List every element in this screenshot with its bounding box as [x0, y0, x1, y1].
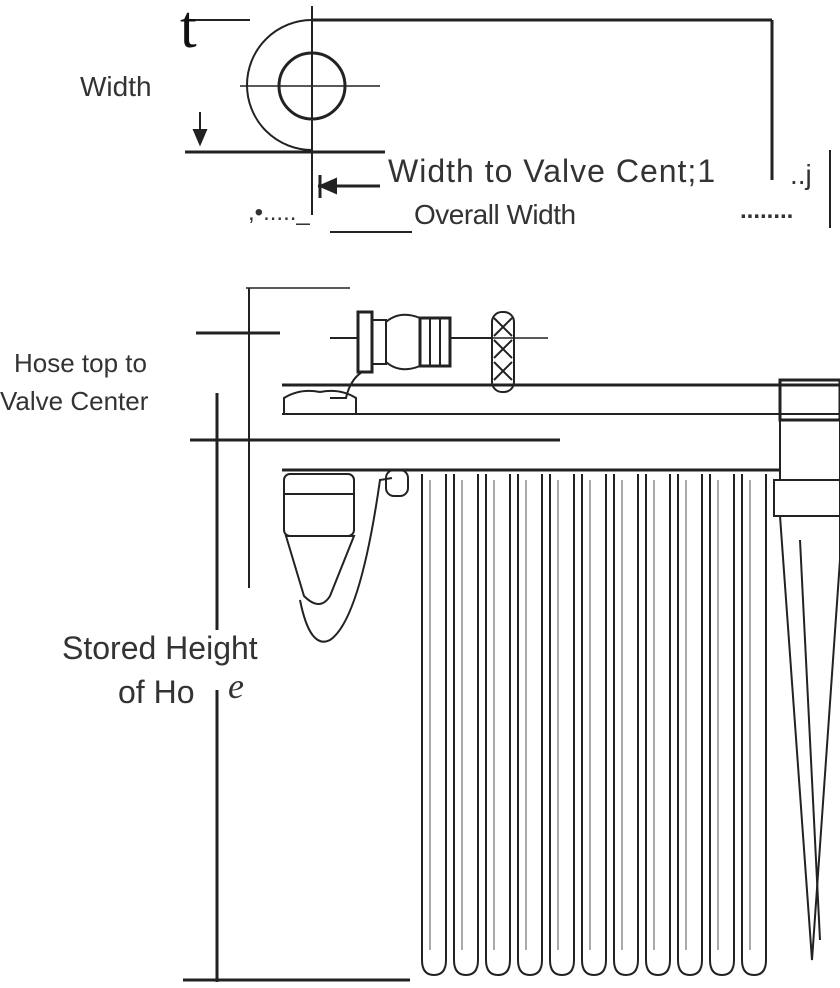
top-view	[185, 6, 831, 233]
overall-width-tail: ........	[740, 197, 794, 224]
overall-width-lead: ,•....._	[248, 199, 310, 226]
overall-width-label: Overall Width	[414, 199, 576, 230]
stored-height-label-line2: of Ho	[118, 674, 195, 710]
width-to-valve-center-label: Width to Valve Cent;1	[388, 153, 717, 189]
hose-shading	[429, 480, 751, 950]
side-view	[183, 287, 840, 982]
hose-folds	[421, 474, 767, 977]
hose-top-label-line1: Hose top to	[14, 348, 147, 378]
width-to-valve-center-tail: ..j	[790, 159, 812, 190]
stored-height-label-e: e	[228, 666, 244, 706]
t-mark: t	[180, 0, 197, 60]
stored-height-label-line1: Stored Height	[62, 630, 258, 666]
width-label: Width	[80, 71, 152, 102]
hose-top-label-line2: Valve Center	[0, 386, 149, 416]
